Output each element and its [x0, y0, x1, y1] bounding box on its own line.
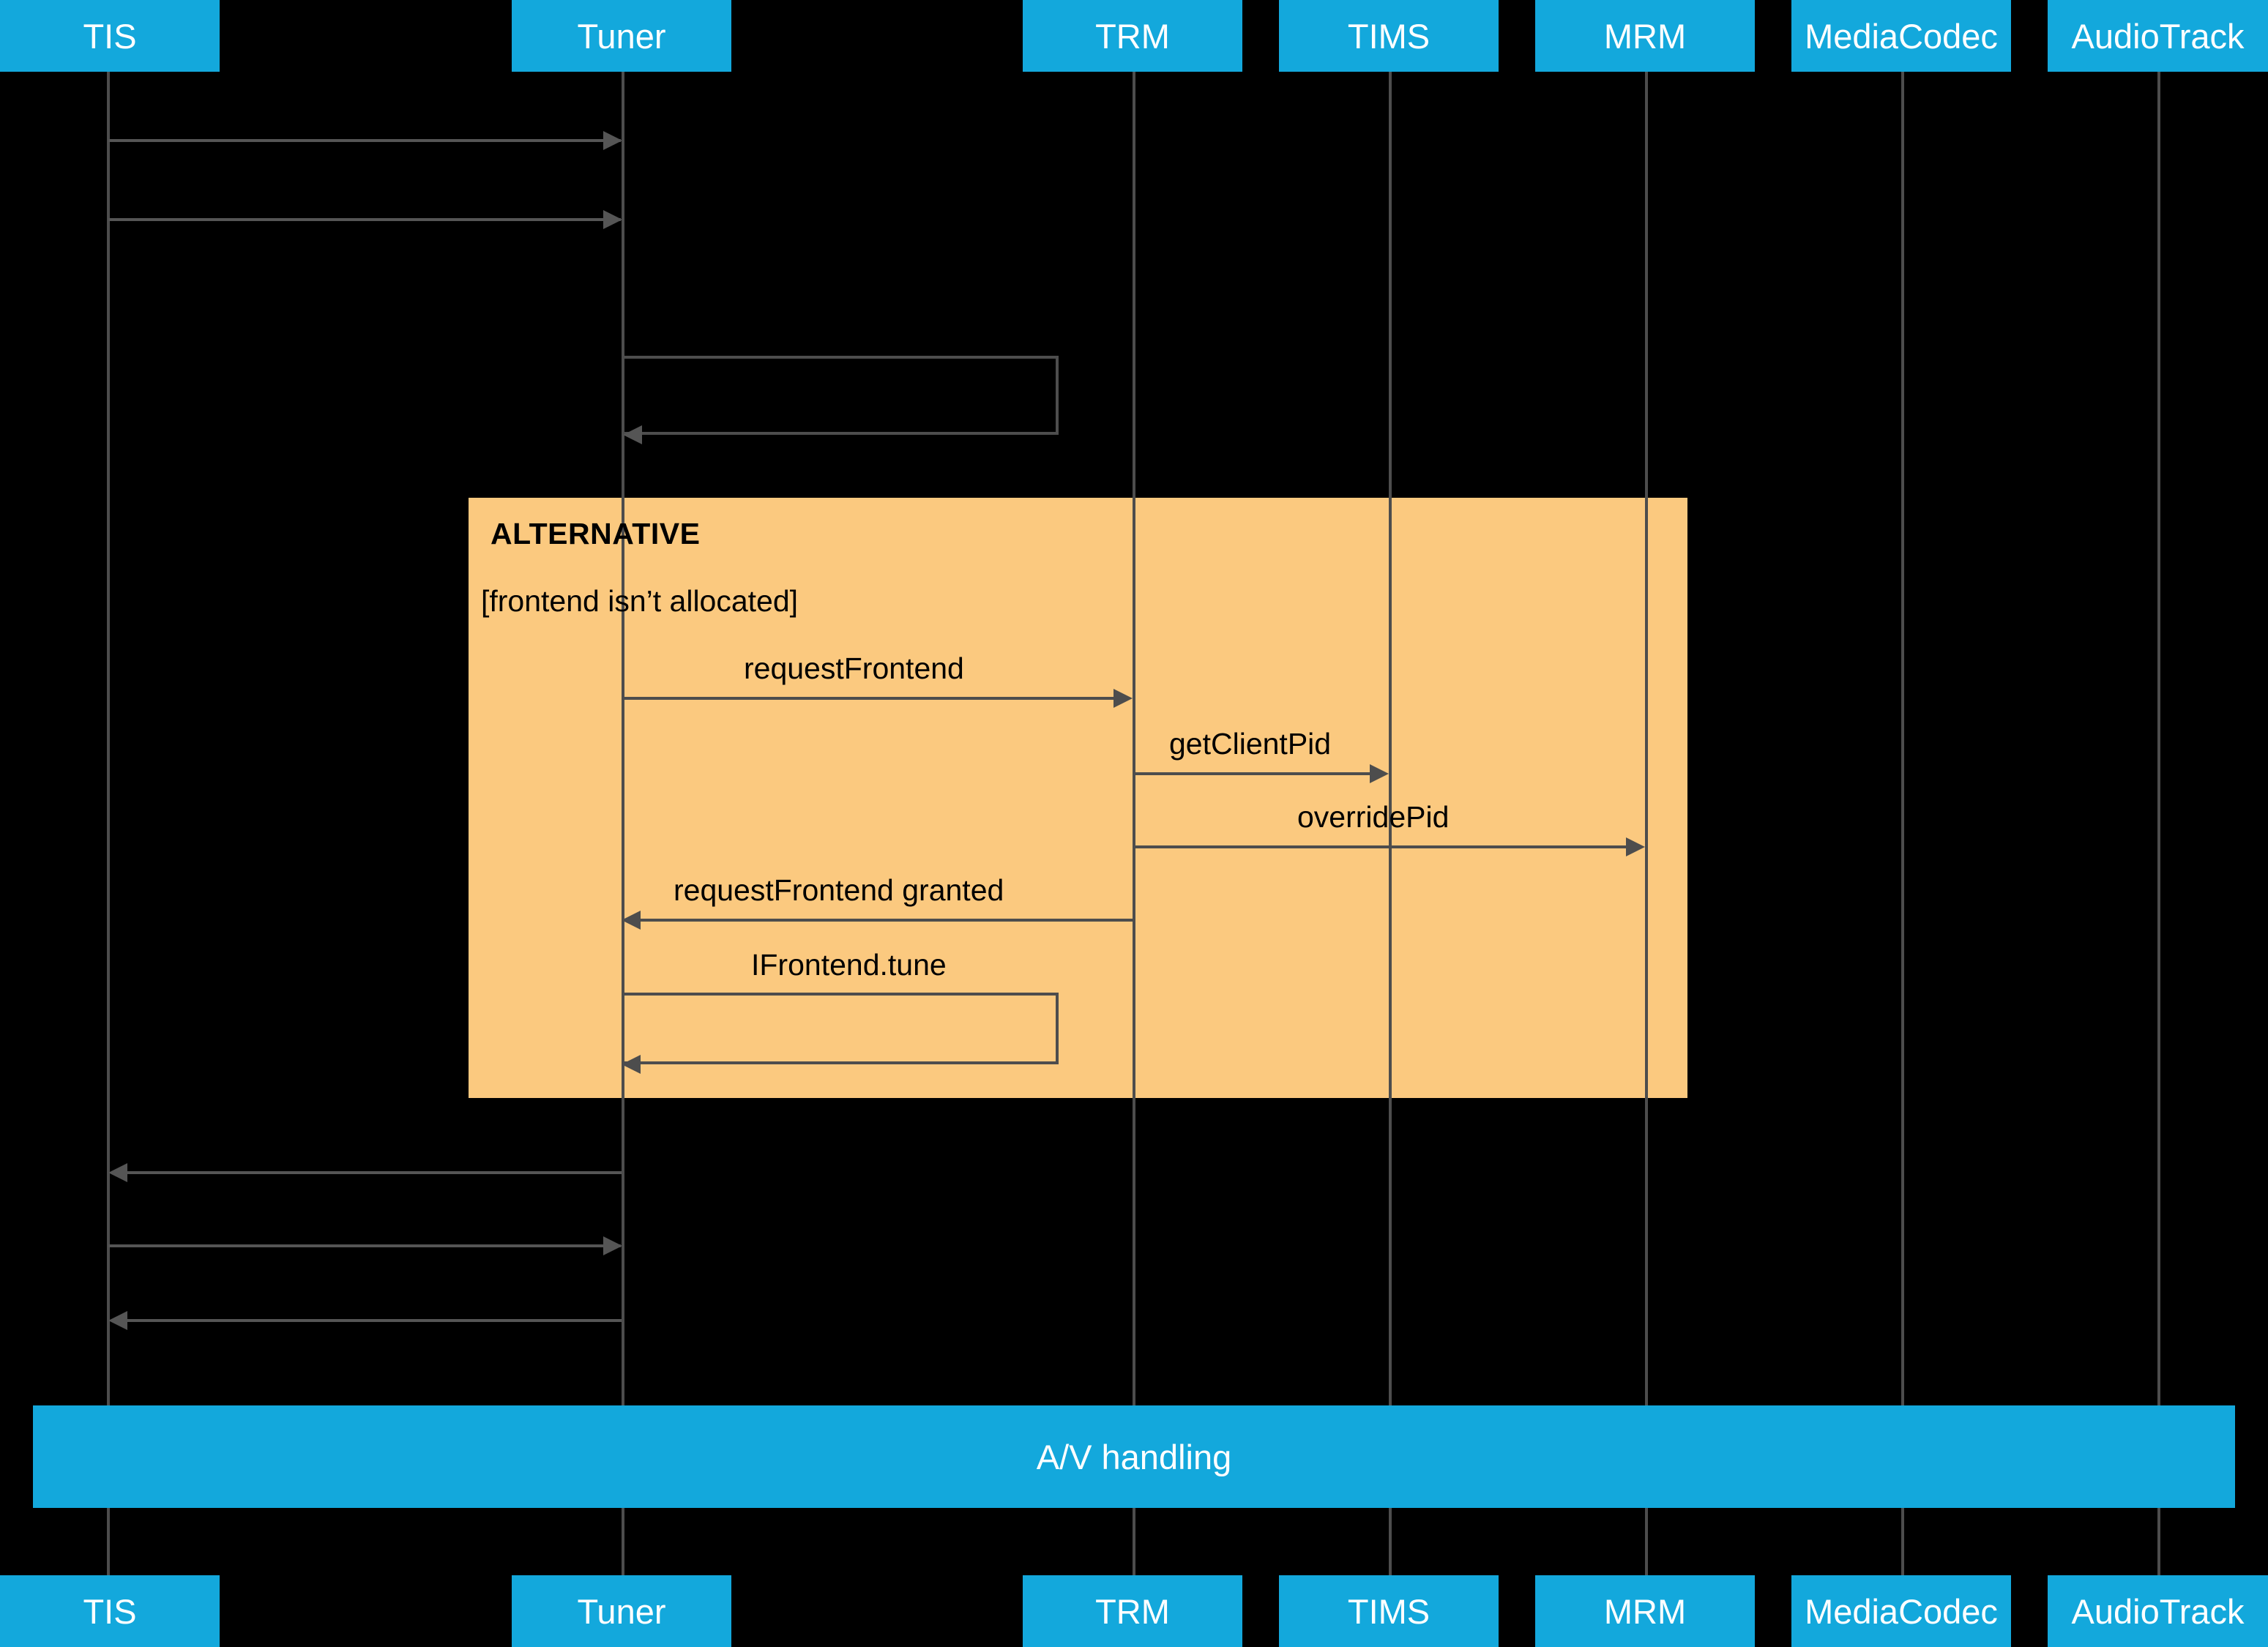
actor-footer-mediacodec-label: MediaCodec — [1805, 1591, 1998, 1631]
actor-header-tuner[interactable]: Tuner — [512, 0, 731, 72]
message-self-loop-1-head — [623, 425, 642, 444]
actor-footer-tuner[interactable]: Tuner — [512, 1575, 731, 1647]
message-self-loop-2 — [623, 993, 1059, 1064]
actor-header-tims-label: TIMS — [1347, 16, 1430, 56]
actor-footer-tis[interactable]: TIS — [0, 1575, 220, 1647]
message-arrow-10-head — [603, 1236, 622, 1255]
message-self-loop-2-head — [622, 1055, 641, 1074]
message-arrow-2-head — [603, 210, 622, 229]
message-arrow-11-line — [127, 1319, 622, 1322]
actor-footer-audiotrack[interactable]: AudioTrack — [2048, 1575, 2268, 1647]
message-arrow-4-line — [623, 697, 1114, 700]
actor-footer-mediacodec[interactable]: MediaCodec — [1791, 1575, 2011, 1647]
actor-header-mediacodec-label: MediaCodec — [1805, 16, 1998, 56]
actor-header-audiotrack[interactable]: AudioTrack — [2048, 0, 2268, 72]
actor-footer-trm-label: TRM — [1095, 1591, 1170, 1631]
actor-footer-audiotrack-label: AudioTrack — [2071, 1591, 2245, 1631]
actor-footer-tims[interactable]: TIMS — [1279, 1575, 1499, 1647]
lifeline-tims-alt-segment — [1389, 498, 1392, 1098]
actor-footer-mrm-label: MRM — [1603, 1591, 1687, 1631]
actor-footer-tis-label: TIS — [83, 1591, 137, 1631]
message-arrow-6-line — [1134, 845, 1626, 848]
message-arrow-7-label: requestFrontend granted — [674, 873, 1004, 907]
actor-footer-trm[interactable]: TRM — [1023, 1575, 1242, 1647]
av-handling-label: A/V handling — [1036, 1437, 1232, 1476]
lifeline-tis — [107, 72, 110, 1576]
alt-fragment-body — [469, 498, 1687, 1098]
actor-header-trm[interactable]: TRM — [1023, 0, 1242, 72]
actor-header-mediacodec[interactable]: MediaCodec — [1791, 0, 2011, 72]
alt-fragment-keyword: ALTERNATIVE — [490, 517, 701, 550]
actor-header-trm-label: TRM — [1095, 16, 1170, 56]
actor-header-mrm-label: MRM — [1603, 16, 1687, 56]
message-arrow-4-head — [1114, 689, 1133, 708]
message-arrow-7-line — [641, 919, 1134, 922]
message-arrow-9-head — [108, 1163, 127, 1182]
av-handling-bar: A/V handling — [33, 1405, 2235, 1508]
actor-footer-tims-label: TIMS — [1347, 1591, 1430, 1631]
actor-footer-tuner-label: Tuner — [577, 1591, 666, 1631]
message-arrow-1-line — [108, 139, 621, 142]
lifeline-audiotrack — [2157, 72, 2160, 1576]
actor-header-tims[interactable]: TIMS — [1279, 0, 1499, 72]
message-arrow-1-head — [603, 131, 622, 150]
message-arrow-10-line — [108, 1244, 621, 1247]
lifeline-trm-alt-segment — [1133, 498, 1135, 1098]
lifeline-mediacodec — [1901, 72, 1904, 1576]
actor-header-mrm[interactable]: MRM — [1535, 0, 1755, 72]
message-arrow-5-head — [1370, 764, 1389, 783]
message-arrow-6-head — [1626, 837, 1645, 856]
message-arrow-2-line — [108, 218, 621, 221]
message-arrow-5-label: getClientPid — [1169, 727, 1332, 761]
message-arrow-11-head — [108, 1311, 127, 1330]
message-arrow-6-label: overridePid — [1297, 800, 1450, 834]
actor-header-audiotrack-label: AudioTrack — [2071, 16, 2245, 56]
message-arrow-9-line — [127, 1171, 622, 1174]
alt-fragment-guard: [frontend isn’t allocated] — [481, 584, 799, 618]
lifeline-mrm-alt-segment — [1645, 498, 1648, 1098]
message-arrow-7-head — [622, 911, 641, 930]
actor-header-tuner-label: Tuner — [577, 16, 666, 56]
actor-footer-mrm[interactable]: MRM — [1535, 1575, 1755, 1647]
actor-header-tis-label: TIS — [83, 16, 137, 56]
lifeline-tuner-alt-segment — [622, 498, 624, 1098]
message-arrow-4-label: requestFrontend — [744, 651, 964, 685]
message-self-loop-1 — [623, 356, 1059, 435]
actor-header-tis[interactable]: TIS — [0, 0, 220, 72]
message-arrow-5-line — [1134, 772, 1370, 775]
message-self-loop-2-label: IFrontend.tune — [751, 948, 947, 982]
